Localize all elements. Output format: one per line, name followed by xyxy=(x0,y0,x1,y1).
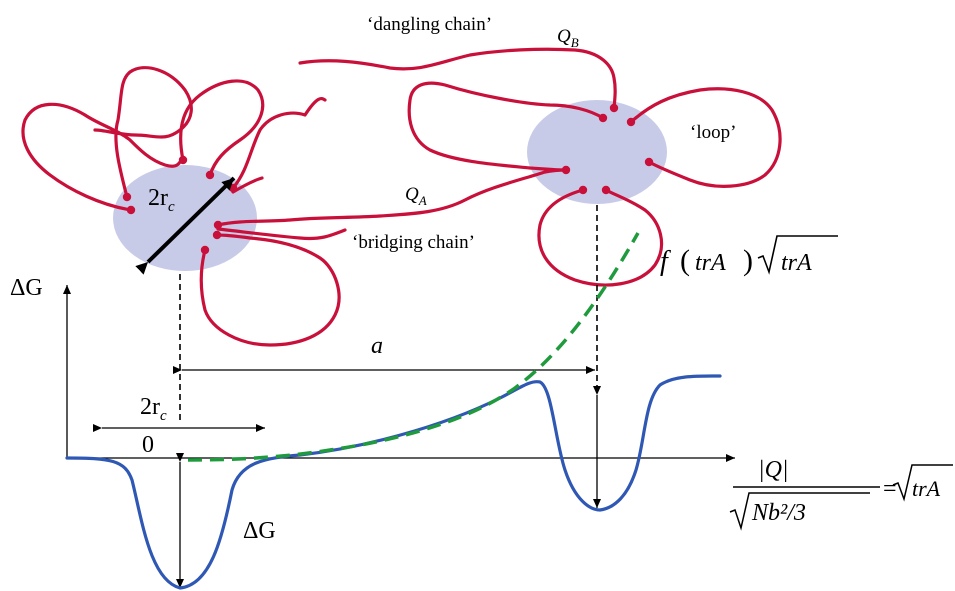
bridging-chain xyxy=(216,168,568,227)
free-energy-curve xyxy=(65,374,722,590)
dangling-chain xyxy=(298,47,617,110)
right-loop-chain-upper xyxy=(407,81,605,172)
svg-text:f: f xyxy=(660,246,671,277)
QB-label: QB xyxy=(557,26,579,50)
left-micelle-core xyxy=(113,165,257,271)
left-loop-chain-2 xyxy=(179,79,265,177)
QA-label: QA xyxy=(405,184,427,208)
right-loop-chain-lower xyxy=(537,188,664,287)
left-loop-chain-1 xyxy=(21,102,182,212)
svg-text:|Q|: |Q| xyxy=(758,457,789,483)
bridging-chain-label: ‘bridging chain’ xyxy=(352,232,475,253)
svg-text:Nb²/3: Nb²/3 xyxy=(751,500,806,526)
approximation-formula: f ( trA ) trA xyxy=(660,235,838,277)
core-width-axis-label: 2rc xyxy=(140,394,167,424)
svg-text:trA: trA xyxy=(695,250,726,276)
core-diameter-label: 2rc xyxy=(148,185,175,215)
svg-text:trA: trA xyxy=(912,476,941,501)
svg-text:=: = xyxy=(883,476,897,502)
left-dangling-chain xyxy=(231,96,327,190)
right-loop-chain xyxy=(629,87,782,188)
zero-label: 0 xyxy=(142,432,154,458)
x-axis-formula: |Q| Nb²/3 = trA xyxy=(729,457,953,531)
left-loop-chain-lower xyxy=(199,233,341,347)
separation-a-label: a xyxy=(371,333,383,359)
approximation-curve xyxy=(187,232,640,462)
left-loop-chain-3 xyxy=(93,66,193,199)
deltaG-well-label: ΔG xyxy=(243,518,276,544)
svg-text:trA: trA xyxy=(781,250,812,276)
deltaG-axis-label: ΔG xyxy=(10,275,43,301)
core-diameter-arrow xyxy=(135,176,236,275)
bridging-chain-secondary xyxy=(216,227,347,241)
svg-text:(: ( xyxy=(680,244,690,277)
svg-text:): ) xyxy=(743,244,753,277)
dangling-chain-label: ‘dangling chain’ xyxy=(367,14,492,35)
loop-label: ‘loop’ xyxy=(690,122,736,143)
